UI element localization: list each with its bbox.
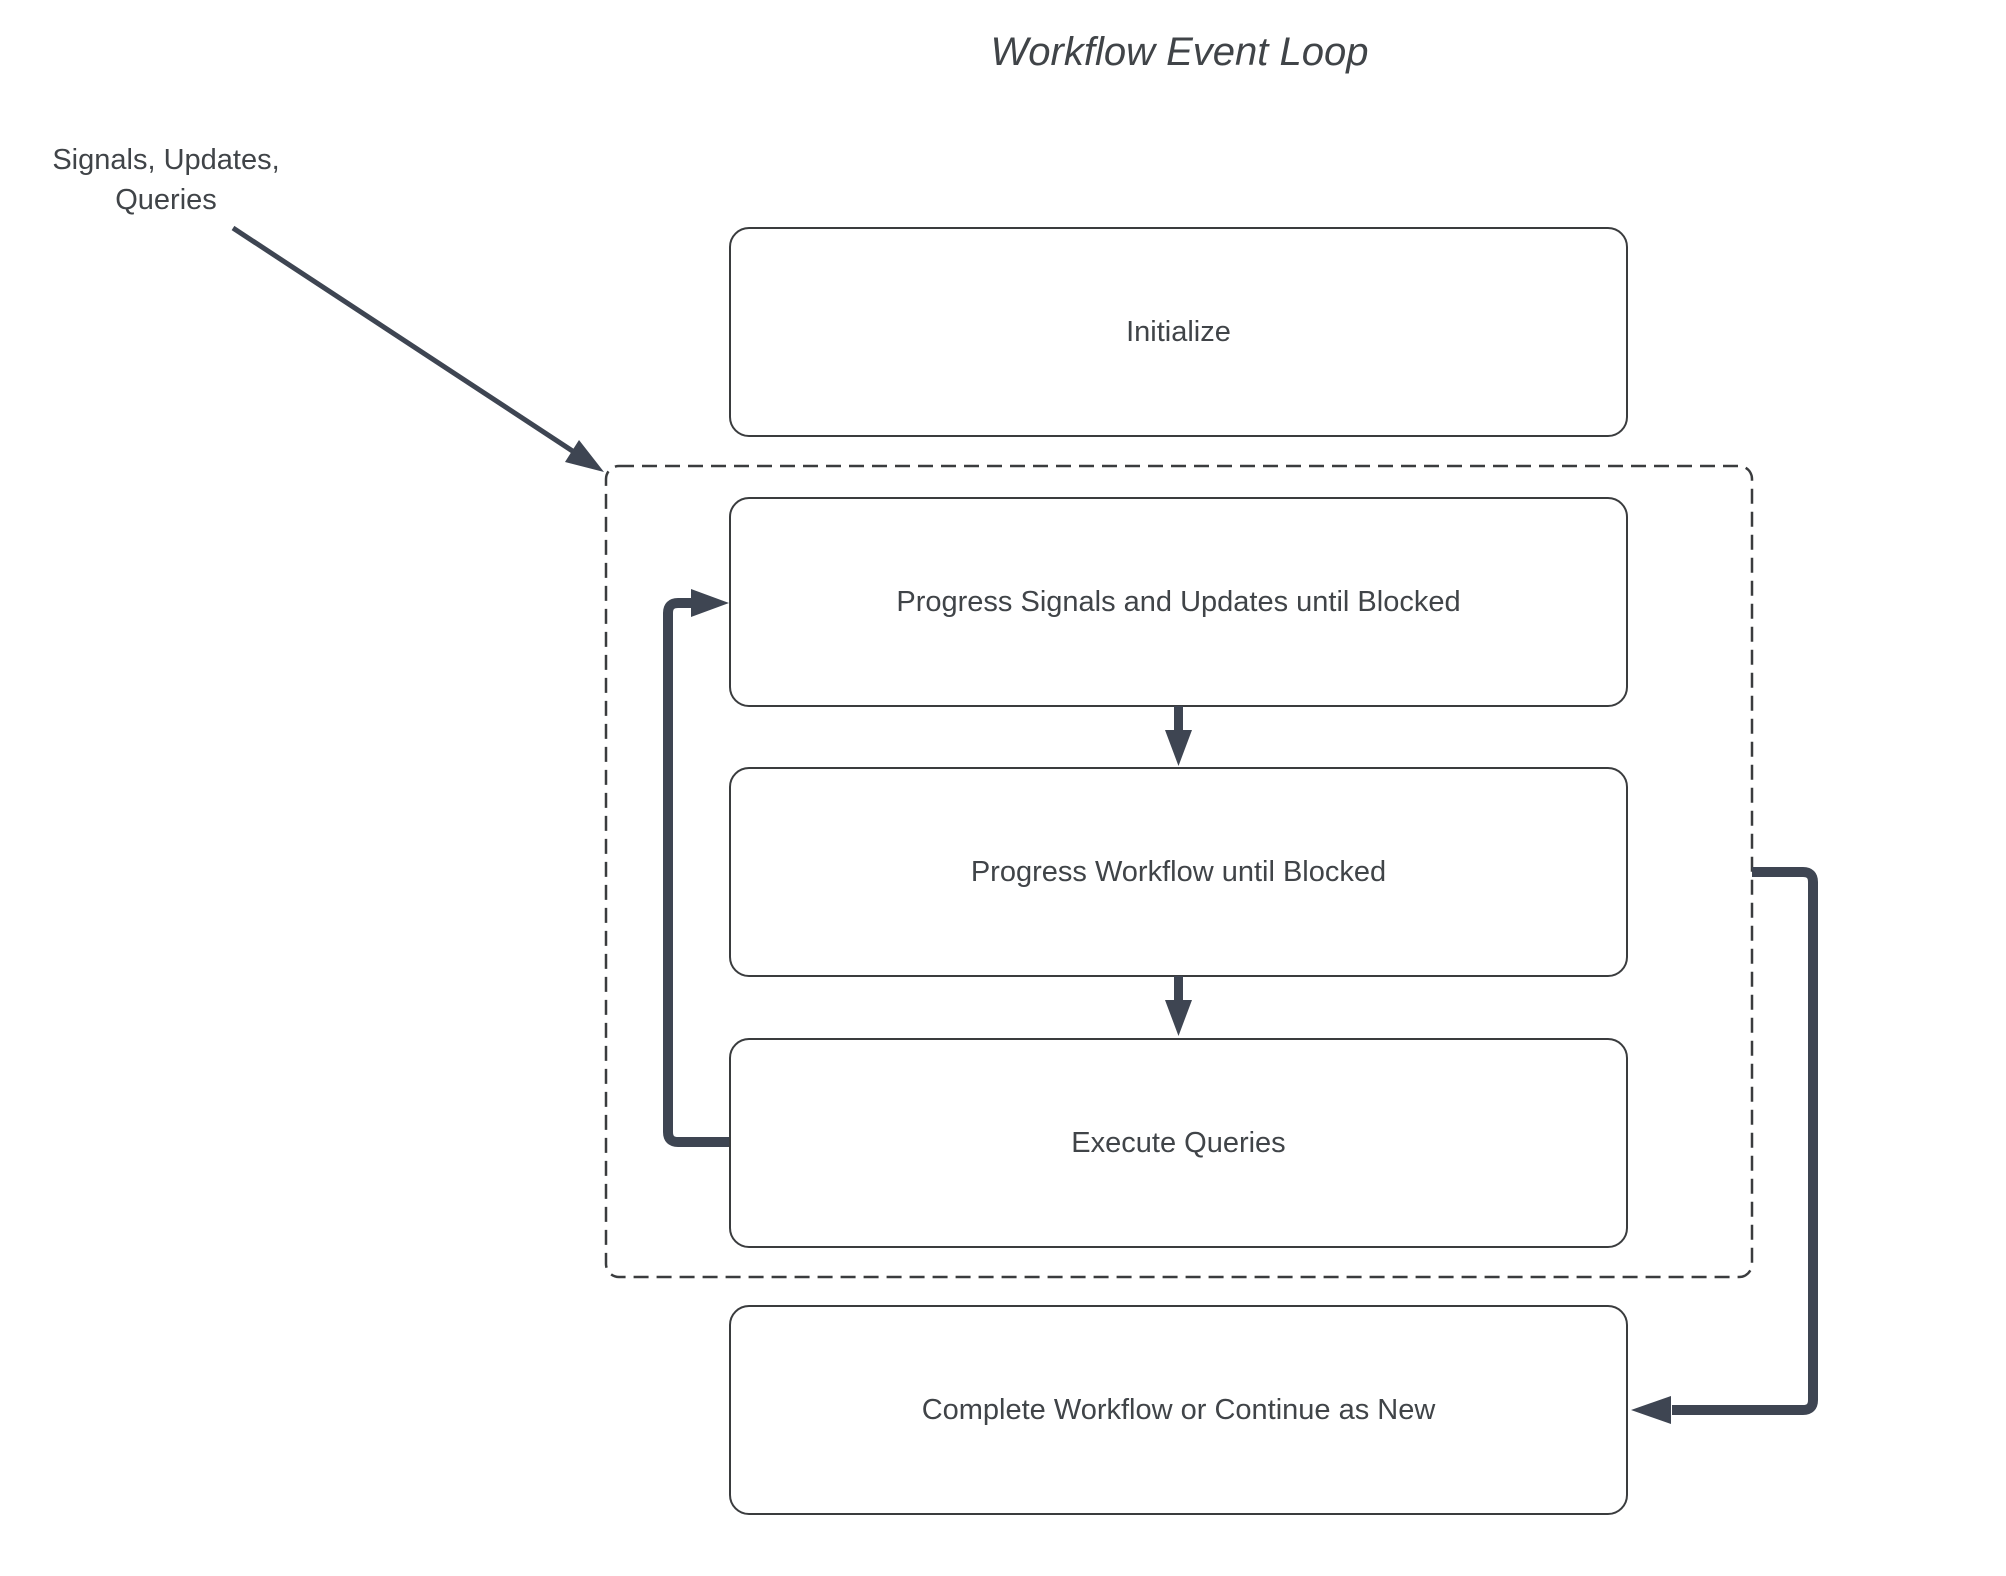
node-complete-workflow: Complete Workflow or Continue as New xyxy=(729,1305,1628,1515)
node-initialize: Initialize xyxy=(729,227,1628,437)
down-arrow-2-head-icon xyxy=(1165,1000,1192,1036)
loop-back-arrow-head-icon xyxy=(691,589,729,617)
annotation-arrow-line xyxy=(231,225,576,455)
down-arrow-1-head-icon xyxy=(1165,730,1192,766)
node-execute-queries-label: Execute Queries xyxy=(1071,1126,1286,1159)
signals-updates-queries-annotation: Signals, Updates, Queries xyxy=(52,144,280,216)
node-progress-signals-updates: Progress Signals and Updates until Block… xyxy=(729,497,1628,707)
complete-elbow-arrow-head-icon xyxy=(1631,1396,1671,1424)
node-execute-queries: Execute Queries xyxy=(729,1038,1628,1248)
node-initialize-label: Initialize xyxy=(1126,315,1231,348)
node-progress-workflow-label: Progress Workflow until Blocked xyxy=(970,855,1387,888)
complete-elbow-arrow-line xyxy=(1672,867,1818,1415)
diagram-title: Workflow Event Loop xyxy=(990,30,1369,74)
node-complete-workflow-label: Complete Workflow or Continue as New xyxy=(921,1393,1436,1426)
annotation-arrow-head-icon xyxy=(565,440,604,472)
loop-back-arrow-line xyxy=(663,598,729,1147)
node-progress-workflow: Progress Workflow until Blocked xyxy=(729,767,1628,977)
node-progress-signals-updates-label: Progress Signals and Updates until Block… xyxy=(896,585,1461,618)
